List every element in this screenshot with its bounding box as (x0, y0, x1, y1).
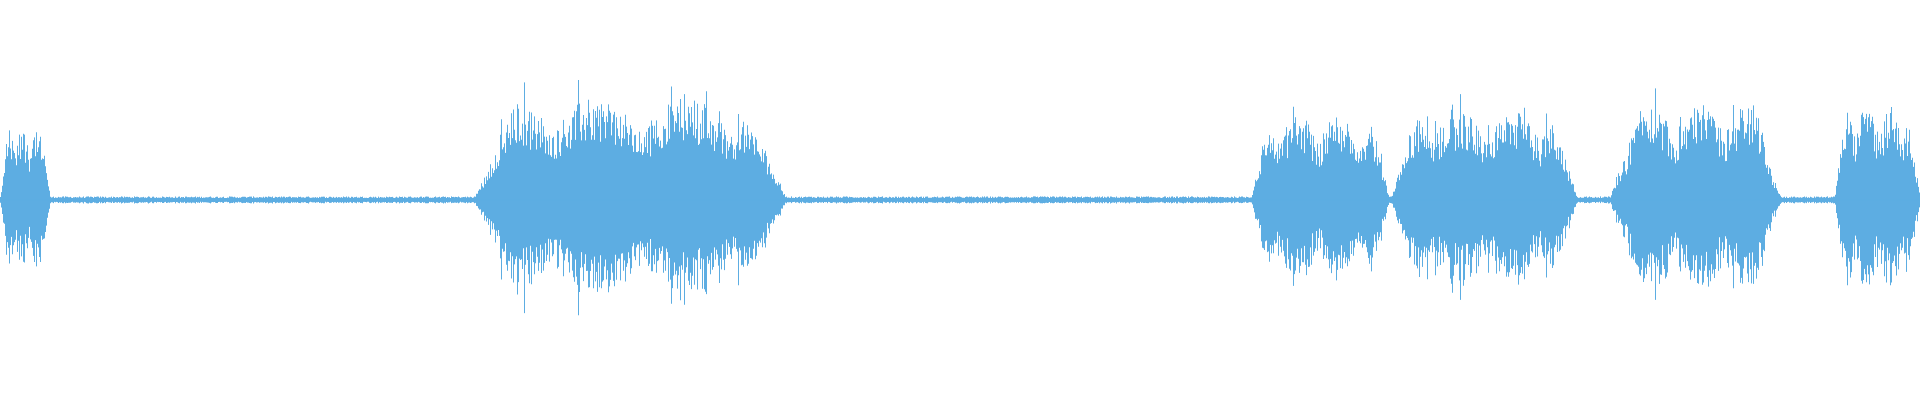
waveform-bars (0, 80, 1920, 316)
waveform-path (0, 80, 1920, 316)
